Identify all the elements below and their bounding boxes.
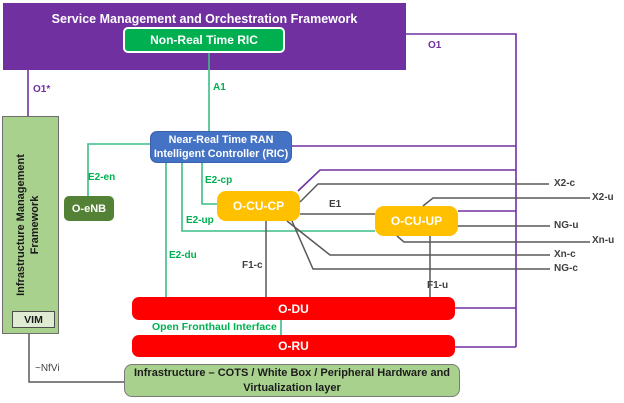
near-rt-ric-box: Near-Real Time RAN Intelligent Controlle… xyxy=(150,131,292,163)
open-fronthaul-label: Open Fronthaul Interface xyxy=(152,321,277,333)
nfvi-label: ~NfVi xyxy=(35,363,60,374)
o-cu-up-label: O-CU-UP xyxy=(390,214,443,228)
vim-label: VIM xyxy=(24,313,43,326)
infrastructure-box: Infrastructure – COTS / White Box / Peri… xyxy=(124,364,460,397)
vim-box: VIM xyxy=(12,311,55,328)
o-cu-cp-label: O-CU-CP xyxy=(232,199,285,213)
near-rt-ric-label: Near-Real Time RAN Intelligent Controlle… xyxy=(154,133,288,161)
smo-framework-label: Service Management and Orchestration Fra… xyxy=(51,12,358,26)
o-du-box: O-DU xyxy=(132,297,455,320)
e2-du-label: E2-du xyxy=(169,250,197,261)
smo-framework-box: Service Management and Orchestration Fra… xyxy=(3,3,406,70)
a1-label: A1 xyxy=(213,82,226,93)
e2-up-label: E2-up xyxy=(186,215,214,226)
o-cu-up-box: O-CU-UP xyxy=(375,206,458,236)
xn-u-line xyxy=(396,235,590,243)
o1-star-label: O1* xyxy=(33,84,51,95)
infrastructure-label: Infrastructure – COTS / White Box / Peri… xyxy=(133,367,451,394)
nfvi-line xyxy=(28,334,124,383)
o1-branch-o-cu-cp xyxy=(297,169,516,192)
o-ru-label: O-RU xyxy=(278,339,309,353)
e2-cp-label: E2-cp xyxy=(205,175,233,186)
infrastructure-management-framework-box xyxy=(2,116,59,334)
e2-en-line xyxy=(87,143,150,196)
xn-u-label: Xn-u xyxy=(592,235,615,246)
f1-u-label: F1-u xyxy=(427,280,449,291)
x2-u-label: X2-u xyxy=(592,192,614,203)
o-cu-cp-box: O-CU-CP xyxy=(217,191,300,221)
xn-c-label: Xn-c xyxy=(554,249,576,260)
o-enb-box: O-eNB xyxy=(64,196,114,221)
non-rt-ric-label: Non-Real Time RIC xyxy=(150,33,258,47)
o1-label: O1 xyxy=(428,40,442,51)
e2-en-label: E2-en xyxy=(88,172,116,183)
near-rt-ric-line2: Intelligent Controller (RIC) xyxy=(153,148,289,160)
near-rt-ric-line1: Near-Real Time RAN xyxy=(168,133,274,146)
x2-u-line xyxy=(422,197,590,207)
ng-u-label: NG-u xyxy=(554,220,579,231)
ng-c-label: NG-c xyxy=(554,263,578,274)
o-du-label: O-DU xyxy=(278,301,309,316)
infrastructure-management-framework-label: Infrastructure Management Framework xyxy=(15,154,41,296)
o-enb-label: O-eNB xyxy=(71,202,107,215)
e1-label: E1 xyxy=(329,199,342,210)
o-ru-box: O-RU xyxy=(132,335,455,357)
f1-c-label: F1-c xyxy=(242,260,263,271)
x2-c-label: X2-c xyxy=(554,178,576,189)
non-rt-ric-box: Non-Real Time RIC xyxy=(123,27,285,53)
